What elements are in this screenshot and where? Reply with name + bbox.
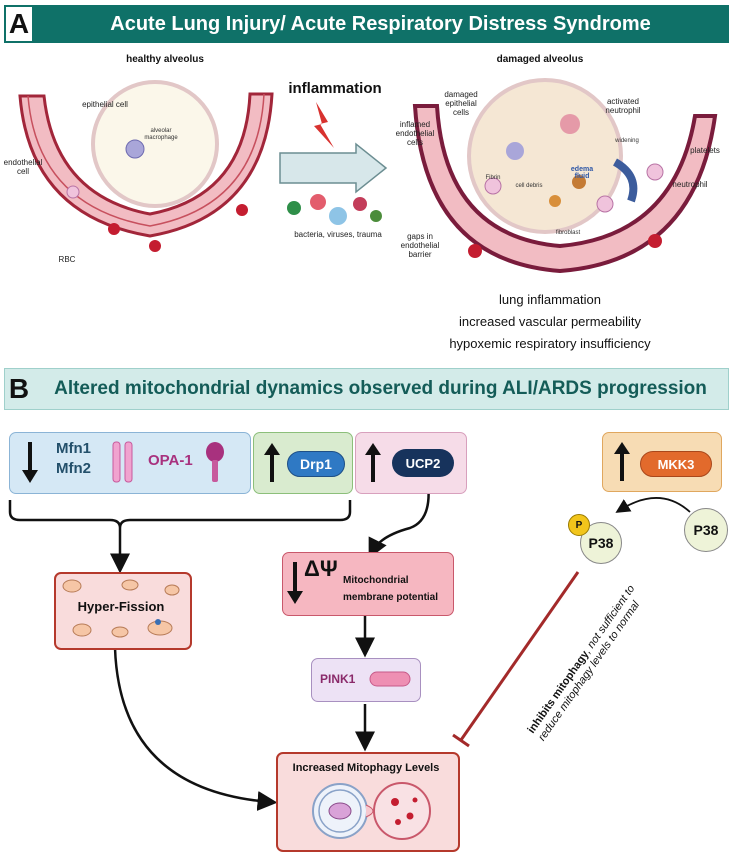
panel-b-banner: B Altered mitochondrial dynamics observe… (4, 368, 729, 410)
p38-node: P38 (684, 508, 728, 552)
panel-a-banner: A Acute Lung Injury/ Acute Respiratory D… (4, 5, 729, 43)
outcome-respiratory-insufficiency: hypoxemic respiratory insufficiency (449, 336, 651, 351)
endothelial-cell-label: endothelial cell (3, 158, 43, 176)
hyper-fission-label: Hyper-Fission (77, 599, 165, 614)
rbc-label: RBC (58, 255, 76, 264)
opa1-label: OPA-1 (148, 452, 193, 469)
edema-fluid-label: edema fluid (570, 166, 594, 180)
outcome-vascular-permeability: increased vascular permeability (458, 314, 642, 329)
delta-psi-symbol: ΔΨ (304, 556, 338, 581)
mkk3-pill: MKK3 (640, 451, 712, 477)
gaps-label: gaps in endothelial barrier (400, 232, 440, 259)
mitochondria-fragments-icon (62, 579, 180, 638)
mitophagy-label: Increased Mitophagy Levels (292, 762, 440, 774)
fibrin-label: Fibrin (485, 175, 501, 181)
mmp-line1: Mitochondrial (343, 575, 409, 586)
up-arrow-icon (614, 442, 630, 481)
alveolar-macrophage-label: alveolar macrophage (144, 128, 178, 141)
platelets-label: platelets (690, 146, 720, 155)
up-arrow-icon (365, 443, 381, 482)
drp1-pill: Drp1 (287, 451, 345, 477)
epithelial-cell-label: epithelial cell (82, 100, 128, 109)
ucp2-pill: UCP2 (392, 449, 454, 477)
fibroblast-label: fibroblast (555, 230, 581, 236)
mmp-line2: membrane potential (343, 592, 439, 603)
activated-neutrophil-label: activated neutrophil (605, 97, 641, 115)
damaged-epithelial-label: damaged epithelial cells (444, 90, 478, 117)
mfn1-label: Mfn1 (56, 440, 91, 457)
damaged-alveolus-title: damaged alveolus (496, 54, 584, 65)
mitofusin-protein-icon (112, 441, 133, 483)
panel-a-title: Acute Lung Injury/ Acute Respiratory Dis… (110, 12, 651, 35)
inflammation-label: inflammation (288, 80, 382, 97)
healthy-alveolus-illustration (18, 80, 274, 252)
healthy-alveolus-title: healthy alveolus (126, 54, 204, 65)
pink1-label: PINK1 (320, 672, 356, 686)
down-arrow-icon (287, 562, 303, 604)
causes-label: bacteria, viruses, trauma (294, 230, 382, 239)
panel-b-title: Altered mitochondrial dynamics observed … (54, 378, 707, 399)
up-arrow-icon (264, 443, 280, 482)
down-arrow-icon (22, 442, 38, 483)
damaged-alveolus-illustration (412, 78, 718, 274)
panel-b-letter: B (8, 373, 30, 404)
panel-a-letter: A (6, 7, 32, 41)
p38-phosphorylated-node: P38 (580, 522, 622, 564)
inflamed-endothelial-label: inflamed endothelial cells (395, 120, 435, 147)
pink1-protein-icon (369, 671, 411, 687)
cell-debris-label: cell debris (515, 183, 543, 189)
opa1-protein-icon (206, 442, 224, 482)
inflammation-arrow (279, 102, 388, 225)
membrane-potential-box (282, 552, 454, 616)
autophagosome-lysosome-icon (312, 782, 431, 840)
phosphate-badge: P (568, 514, 590, 536)
widening-label: widening (615, 138, 639, 144)
neutrophil-label: neutrophil (672, 180, 708, 189)
mfn2-label: Mfn2 (56, 460, 91, 477)
outcome-lung-inflammation: lung inflammation (499, 292, 601, 307)
